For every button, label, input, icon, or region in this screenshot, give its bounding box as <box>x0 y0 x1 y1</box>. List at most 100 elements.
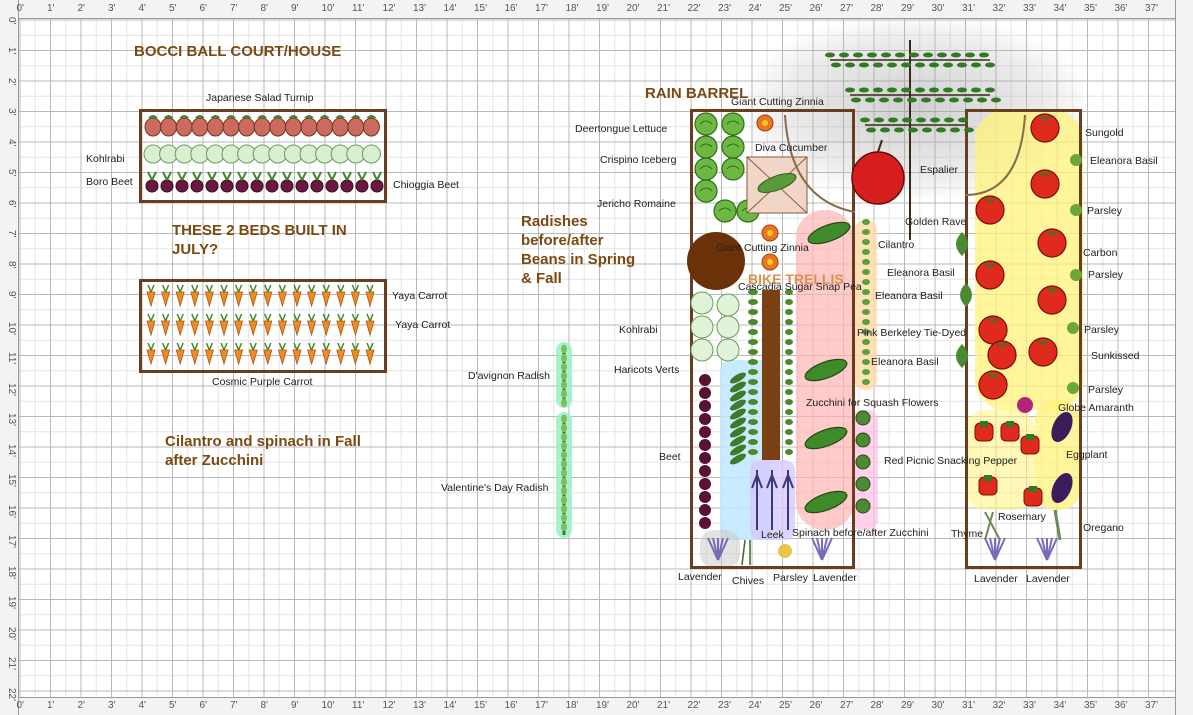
turnip-icon <box>269 117 287 137</box>
ruler-tick-h: 7' <box>230 700 238 711</box>
tomato-leaf-icon <box>1046 230 1058 237</box>
carrot-icon <box>321 291 331 308</box>
carrot-icon <box>219 349 229 366</box>
carrot-leaf-icon <box>264 313 272 322</box>
carrot-leaf-icon <box>293 342 301 351</box>
pea-leaf-icon <box>785 369 793 375</box>
basil-icon <box>956 232 968 256</box>
tomato-icon <box>1028 337 1058 367</box>
espalier-leaf-icon <box>893 97 903 103</box>
ruler-tick-v: 12' <box>6 382 17 396</box>
label-beet: Beet <box>659 451 681 463</box>
ruler-tick-v: 3' <box>6 108 17 116</box>
ruler-tick-h: 8' <box>260 700 268 711</box>
espalier-leaf-icon <box>867 52 877 58</box>
label-cosmic-carrot: Cosmic Purple Carrot <box>212 376 313 388</box>
ruler-tick-h: 20' <box>626 3 640 14</box>
radish-leaf-icon <box>561 424 567 432</box>
pea-leaf-icon <box>748 379 758 385</box>
pea-leaf-icon <box>748 409 758 415</box>
pea-leaf-icon <box>748 329 758 335</box>
bed-center[interactable] <box>690 109 855 569</box>
carrot-leaf-icon <box>278 313 287 322</box>
tomato-leaf-icon <box>984 262 996 269</box>
chives-icon <box>741 539 751 566</box>
carrot-leaf-icon <box>176 284 184 293</box>
beet-icon <box>370 179 384 193</box>
ruler-tick-h: 33' <box>1023 700 1037 711</box>
espalier-leaf-icon <box>957 62 967 68</box>
espalier-leaf-icon <box>873 87 883 93</box>
ruler-tick-v: 7' <box>6 230 17 238</box>
note-rain-barrel: RAIN BARREL <box>645 85 749 102</box>
note-cilantro-1: Cilantro and spinach in Fall <box>165 433 361 450</box>
carrot-leaf-icon <box>293 284 301 293</box>
label-davignon-radish: D'avignon Radish <box>468 370 550 382</box>
radish-leaf-icon <box>561 381 567 389</box>
bed-right[interactable] <box>965 109 1082 569</box>
beet-icon <box>355 179 369 193</box>
cilantro-leaf-icon <box>862 249 870 255</box>
radish-leaf-icon <box>561 345 567 353</box>
pea-leaf-icon <box>785 449 793 455</box>
ruler-tick-h: 3' <box>108 700 116 711</box>
pea-leaf-icon <box>748 309 758 315</box>
espalier-leaf-icon <box>949 97 959 103</box>
ruler-tick-v: 9' <box>6 291 17 299</box>
espalier-leaf-icon <box>965 52 975 58</box>
beet-icon <box>175 179 189 193</box>
turnip-icon <box>253 117 271 137</box>
radish-leaf-icon <box>561 460 567 468</box>
carrot-icon <box>204 349 214 366</box>
carrot-icon <box>161 349 171 366</box>
espalier-leaf-icon <box>985 87 995 93</box>
note-radish-4: & Fall <box>521 270 562 287</box>
turnip-leaf-icon <box>257 115 268 118</box>
carrot-leaf-icon <box>205 313 214 322</box>
carrot-leaf-icon <box>191 342 199 351</box>
bean-leaf-icon <box>730 399 746 411</box>
carrot-leaf-icon <box>234 284 243 293</box>
beet-leaf-icon <box>342 171 352 181</box>
parsley-icon <box>1070 154 1082 166</box>
ruler-tick-h: 36' <box>1114 3 1128 14</box>
ruler-tick-h: 13' <box>413 700 427 711</box>
espalier-leaf-icon <box>887 62 897 68</box>
ruler-tick-h: 24' <box>748 3 762 14</box>
label-rosemary: Rosemary <box>998 511 1046 523</box>
eggplant-icon <box>1051 412 1073 442</box>
bed-carrots[interactable] <box>139 279 387 373</box>
espalier-leaf-icon <box>873 62 883 68</box>
ruler-tick-h: 23' <box>718 3 732 14</box>
cilantro-leaf-icon <box>862 299 870 305</box>
turnip-leaf-icon <box>319 115 330 118</box>
ruler-tick-h: 21' <box>657 700 671 711</box>
espalier-leaf-icon <box>895 52 905 58</box>
ruler-tick-h: 10' <box>321 700 335 711</box>
lettuce-icon <box>713 199 737 223</box>
turnip-leaf-icon <box>148 115 158 118</box>
bed-turnip-beet[interactable] <box>139 109 387 203</box>
carrot-leaf-icon <box>264 284 272 293</box>
lettuce-icon <box>721 157 745 181</box>
path-arc <box>784 114 856 213</box>
carrot-icon <box>190 291 200 308</box>
espalier-leaf-icon <box>971 62 981 68</box>
radish-leaf-icon <box>561 442 567 450</box>
espalier-leaf-icon <box>964 127 974 133</box>
ruler-tick-v: 22' <box>6 687 17 701</box>
ruler-tick-v: 8' <box>6 260 17 268</box>
ruler-tick-h: 9' <box>291 700 299 711</box>
carrot-leaf-icon <box>234 342 243 351</box>
ruler-tick-v: 5' <box>6 169 17 177</box>
carrot-leaf-icon <box>337 284 345 293</box>
espalier-leaf-icon <box>894 127 904 133</box>
leek-icon <box>751 470 763 530</box>
cilantro-leaf-icon <box>862 259 870 265</box>
lettuce-icon <box>721 135 745 159</box>
beet-leaf-icon <box>252 171 262 181</box>
beet-leaf-icon <box>192 171 202 181</box>
tomato-icon <box>975 260 1005 290</box>
beet-icon <box>145 179 159 193</box>
